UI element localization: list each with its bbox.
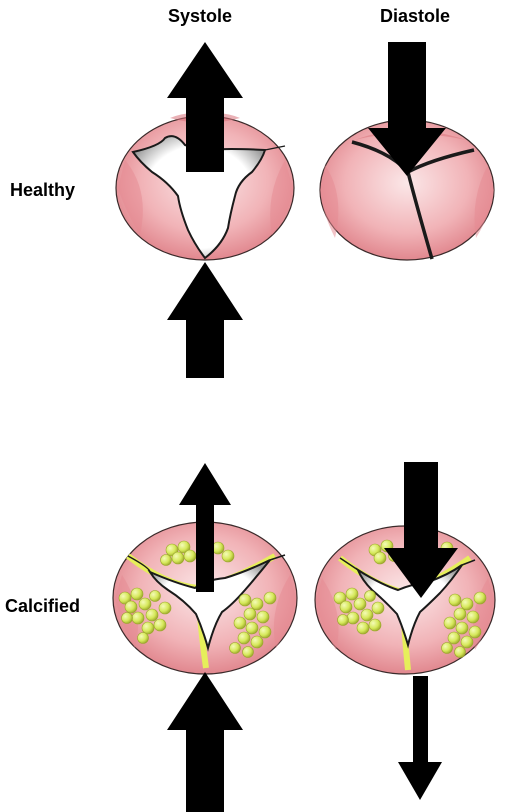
row-label-healthy: Healthy	[10, 180, 76, 200]
valve-opening	[131, 135, 267, 260]
flow-arrow-down-regurgitant	[398, 676, 442, 800]
column-header-diastole: Diastole	[380, 6, 451, 26]
column-header-systole: Systole	[168, 6, 233, 26]
flow-arrow-up	[167, 262, 243, 378]
flow-arrow-down	[384, 462, 458, 598]
calcified-systole-valve	[112, 521, 298, 675]
calcium-deposits	[118, 540, 277, 658]
row-label-calcified: Calcified	[5, 596, 81, 616]
flow-arrow-up-reduced	[179, 463, 231, 592]
flow-arrow-down	[368, 42, 446, 176]
flow-arrow-up	[167, 672, 243, 812]
coaptation-line	[406, 171, 434, 260]
flow-arrow-up	[167, 42, 243, 172]
